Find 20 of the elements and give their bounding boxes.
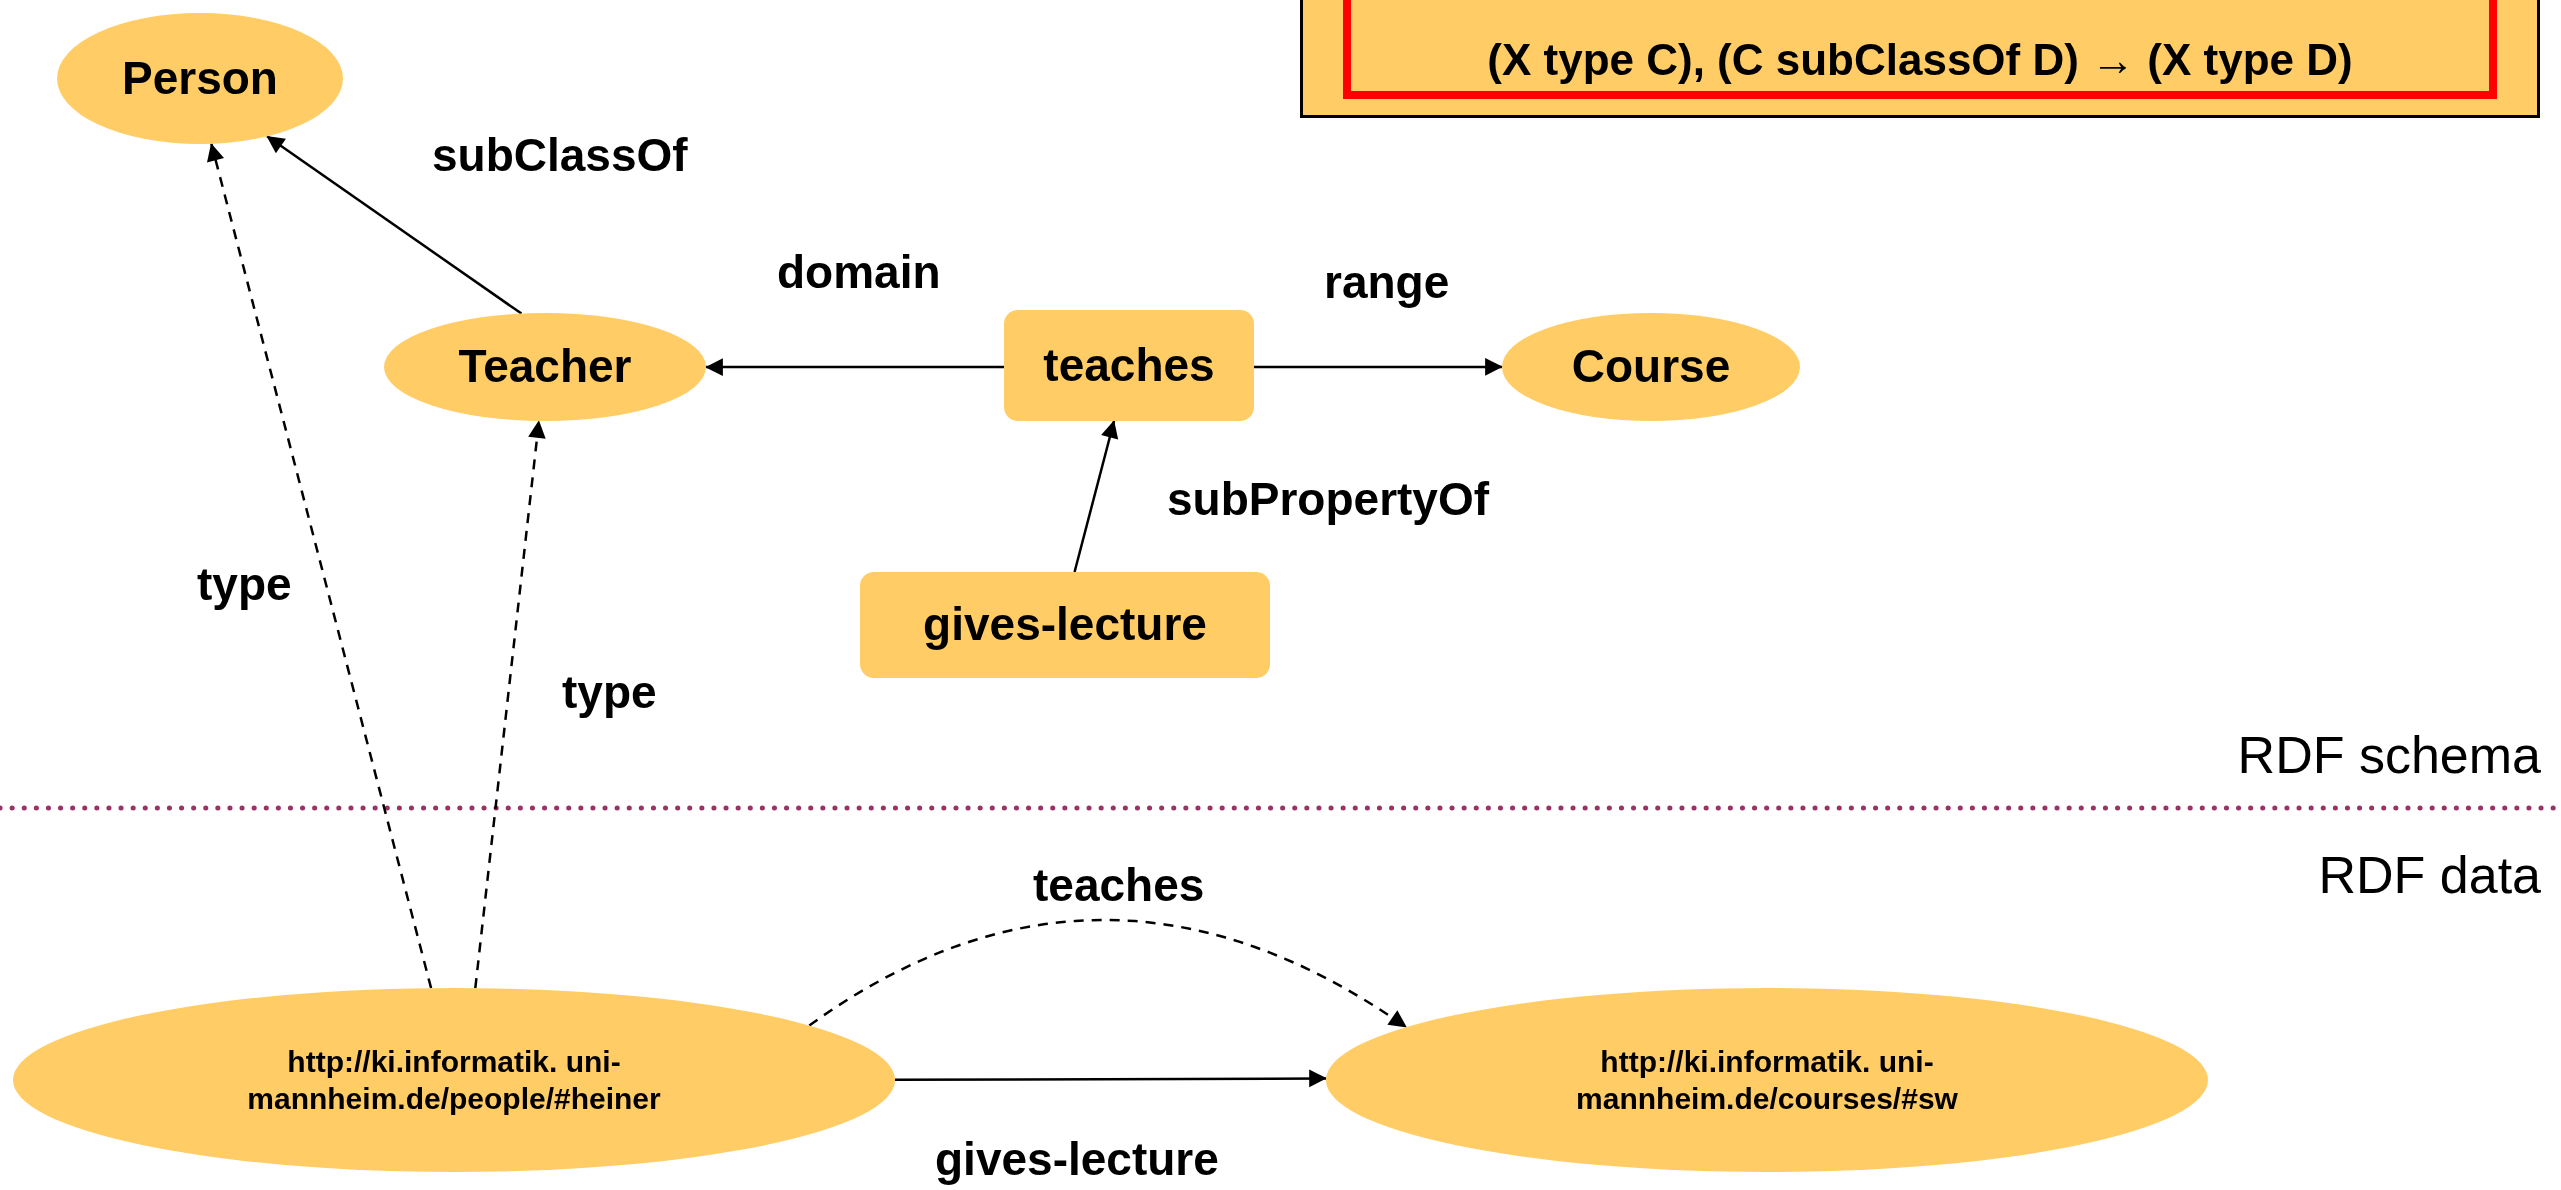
arrow [207, 143, 433, 989]
arrow [895, 1069, 1327, 1088]
node-label: Teacher [458, 339, 632, 395]
property-box [860, 572, 1270, 678]
arrow [705, 358, 1004, 376]
section-label: RDF data [2318, 845, 2541, 905]
node-label: http://ki.informatik. uni-mannheim.de/courses/#sw [1575, 1043, 1959, 1117]
property-box [1004, 310, 1254, 421]
node-label: http://ki.informatik. uni-mannheim.de/people/#heiner [246, 1043, 662, 1117]
arrow [266, 135, 523, 315]
arrow [474, 420, 546, 989]
node-label: Course [1571, 339, 1731, 395]
node-label: Person [122, 50, 278, 106]
arrow [1073, 420, 1119, 573]
arrow [808, 918, 1407, 1029]
node-label: (X type C), (C subClassOf D) → (X type D) [1487, 33, 2353, 86]
arrow [1254, 358, 1503, 376]
section-label: RDF schema [2237, 725, 2541, 785]
node-label: gives-lecture [923, 597, 1207, 653]
node-label: teaches [1043, 337, 1215, 393]
